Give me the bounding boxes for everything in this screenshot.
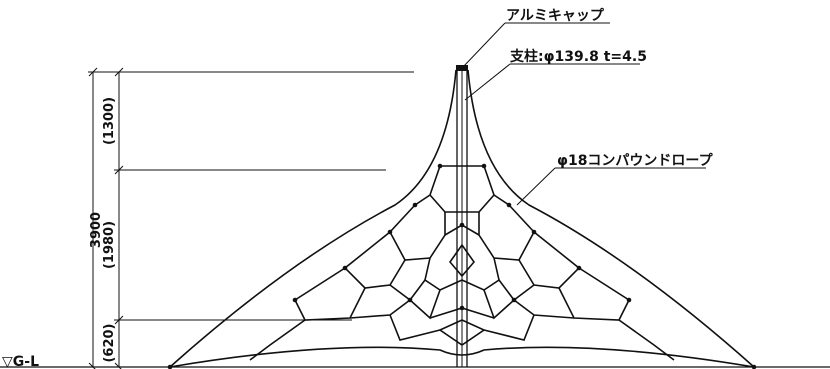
cap-label: アルミキャップ [506, 8, 605, 24]
central-post [456, 65, 468, 367]
dimension-upper: (1300) [102, 97, 117, 145]
rope-label: φ18コンパウンドロープ [557, 153, 714, 169]
post-label: 支柱:φ139.8 t=4.5 [509, 48, 647, 65]
rope-nodes [167, 163, 757, 369]
aluminum-cap [456, 65, 468, 71]
dimension-total: 3900 [89, 212, 104, 248]
dimension-lower: (620) [102, 323, 117, 362]
dimension-lines [88, 67, 414, 369]
leader-lines [462, 22, 706, 206]
dimension-middle: (1980) [102, 221, 117, 269]
outer-rope [169, 69, 755, 368]
ground-label: ▽G-L [2, 354, 39, 369]
